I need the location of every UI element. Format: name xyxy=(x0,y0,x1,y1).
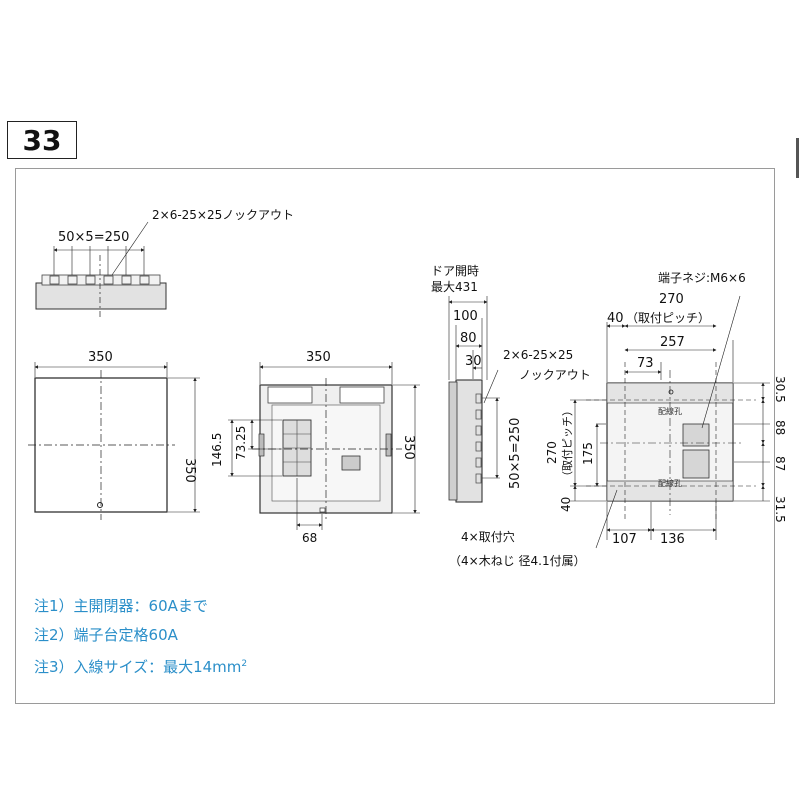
wiring-hole-bottom: 配線孔 xyxy=(658,478,682,488)
rear-dim-136: 136 xyxy=(660,532,685,547)
terminal-block xyxy=(341,455,361,471)
terminal-screw-label: 端子ネジ:M6×6 xyxy=(658,271,746,285)
door-open-line2: 最大431 xyxy=(431,280,478,294)
top-knockout-label: 2×6-25×25ノックアウト xyxy=(152,208,294,222)
top-pitch-label: 50×5=250 xyxy=(58,230,129,245)
side-dim-30: 30 xyxy=(465,354,482,369)
scrollbar-thumb[interactable] xyxy=(796,138,799,178)
dim-146-5: 146.5 xyxy=(210,433,224,467)
drawing-frame xyxy=(15,168,775,704)
rear-breaker xyxy=(682,423,710,447)
front-height-label: 350 xyxy=(182,458,197,483)
rear-dim-40-top: 40 xyxy=(607,311,624,326)
rear-dim-107: 107 xyxy=(612,532,637,547)
left-hinge xyxy=(258,433,265,457)
rear-dim-73: 73 xyxy=(637,356,654,371)
figure-number: 33 xyxy=(22,123,62,157)
rear-dim-175: 175 xyxy=(581,442,595,465)
side-door xyxy=(448,381,458,501)
inner-top-knockout-left xyxy=(267,386,313,404)
side-dim-80: 80 xyxy=(460,331,477,346)
note-2: 注2）端子台定格60A xyxy=(34,626,178,644)
door-open-line1: ドア開時 xyxy=(431,264,479,278)
inner-top-knockout-right xyxy=(339,386,385,404)
note-3-superscript: 2 xyxy=(241,659,248,669)
side-knockout-line1: 2×6-25×25 xyxy=(503,348,573,362)
rear-view: 端子ネジ:M6×6 270 （取付ピッチ） 40 257 73 30.5 88 … xyxy=(449,271,787,568)
rear-dim-88: 88 xyxy=(773,420,787,435)
side-dim-100: 100 xyxy=(453,309,478,324)
dim-73-25: 73.25 xyxy=(234,426,248,460)
side-body xyxy=(455,379,483,503)
inner-view: 350 350 146.5 73.25 68 xyxy=(210,350,420,545)
rear-dim-270-left: 270 xyxy=(545,441,559,464)
note-3-text: 注3）入線サイズ：最大14mm xyxy=(34,658,242,676)
rear-dim-270-top: 270 xyxy=(659,292,684,307)
mount-pitch-top: （取付ピッチ） xyxy=(626,311,710,325)
note-3: 注3）入線サイズ：最大14mm2 xyxy=(34,650,247,682)
front-width-label: 350 xyxy=(88,350,113,365)
inner-height-label: 350 xyxy=(401,435,416,460)
mount-holes-line2: （4×木ねじ 径4.1付属） xyxy=(449,554,586,568)
rear-dim-87: 87 xyxy=(773,456,787,471)
mount-holes-line1: 4×取付穴 xyxy=(461,529,515,544)
top-view: 2×6-25×25ノックアウト 50×5=250 xyxy=(35,208,294,318)
top-view-body xyxy=(35,282,167,310)
note-1: 注1）主開閉器：60Aまで xyxy=(34,597,208,615)
door-lock xyxy=(97,502,103,508)
figure-number-badge: 33 xyxy=(7,121,77,159)
side-view: ドア開時 最大431 100 80 30 2×6-25×25 ノックアウト 50… xyxy=(431,264,591,503)
side-pitch-label: 50×5=250 xyxy=(508,418,523,489)
front-view: 350 350 xyxy=(28,350,200,520)
mount-pitch-left: （取付ピッチ） xyxy=(561,405,574,482)
rear-dim-30-5: 30.5 xyxy=(773,376,787,403)
top-view-knockout-band xyxy=(41,274,161,286)
notes-list: 注1）主開閉器：60Aまで 注2）端子台定格60A 注3）入線サイズ：最大14m… xyxy=(34,592,247,682)
rear-dim-31-5: 31.5 xyxy=(773,496,787,523)
dim-68: 68 xyxy=(302,531,317,545)
inner-width-label: 350 xyxy=(306,350,331,365)
side-knockout-line2: ノックアウト xyxy=(519,368,591,382)
rear-dim-40-left: 40 xyxy=(559,497,573,512)
rear-dim-257: 257 xyxy=(660,335,685,350)
wiring-hole-top: 配線孔 xyxy=(658,406,682,416)
right-hinge xyxy=(385,433,392,457)
